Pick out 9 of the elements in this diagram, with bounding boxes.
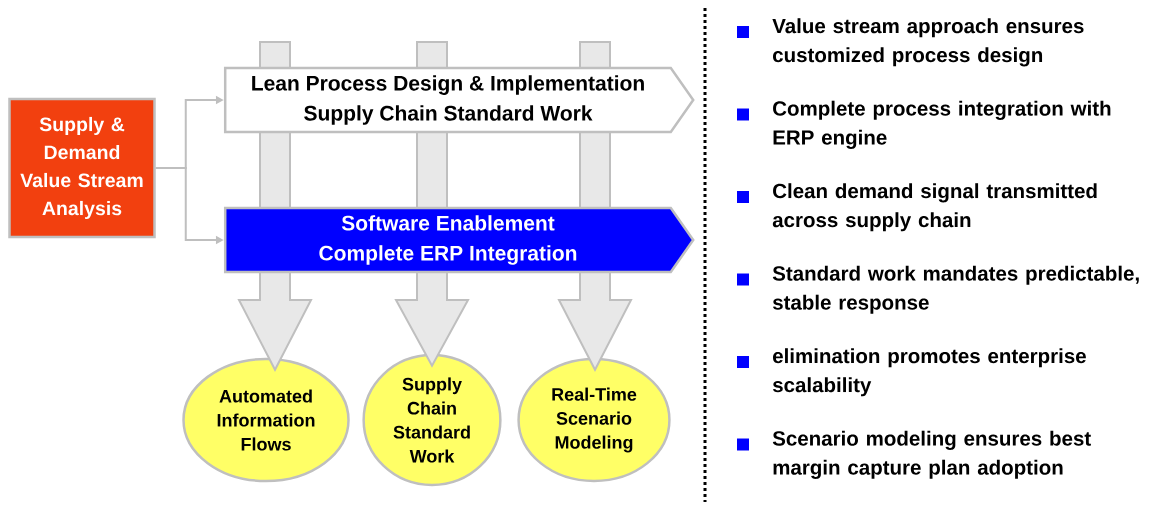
bullet-text: Clean demand signal transmitted across supply chain xyxy=(772,183,1097,232)
bullet-text: Complete process integration with ERP engine xyxy=(773,100,1111,149)
bullet-text: Scenario modeling ensures best margin capture plan adoption xyxy=(772,430,1091,479)
software-banner: Software Enablement Complete ERP Integration xyxy=(223,206,695,274)
source-box: Supply & Demand Value Stream Analysis xyxy=(8,97,156,239)
bullet-text: elimination promotes enterprise scalability xyxy=(772,348,1086,397)
process-banner: Lean Process Design & Implementation Supply Chain Standard Work xyxy=(223,66,695,134)
bullet-text: Value stream approach ensures customized process design xyxy=(772,18,1084,67)
bullet-text: Standard work mandates predictable, stable response xyxy=(772,265,1139,314)
